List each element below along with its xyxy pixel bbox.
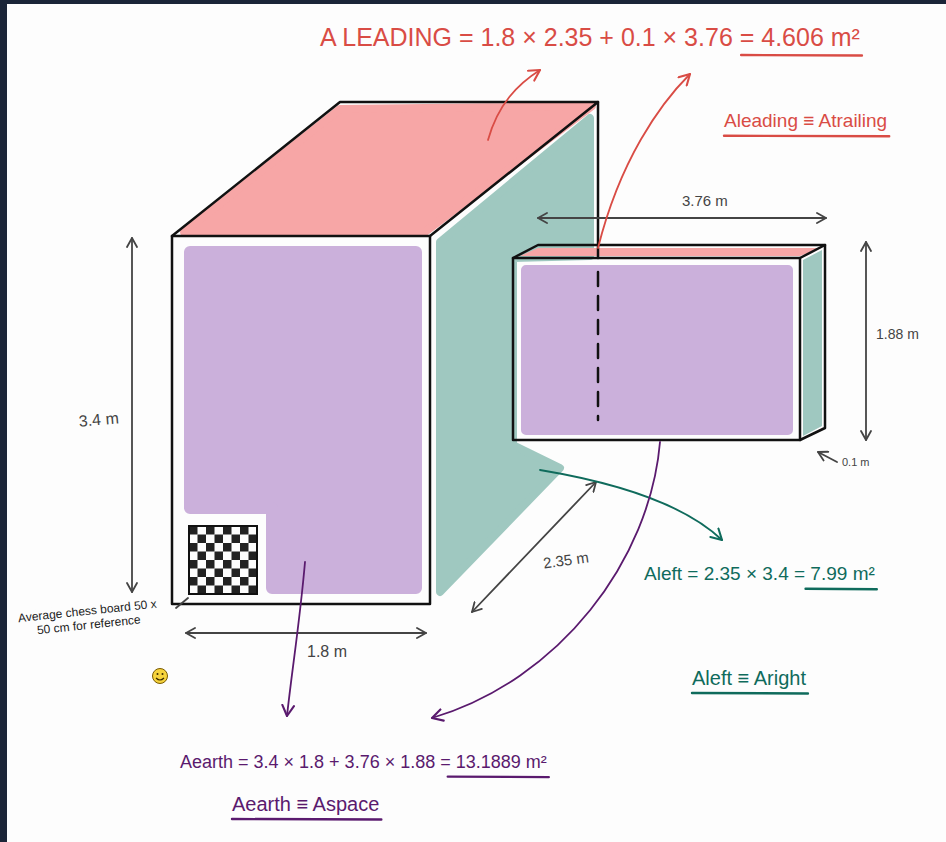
area-formula: A LEADING = 1.8 × 2.35 + 0.1 × 3.76 = 4.…: [318, 22, 862, 52]
chess-square: [198, 569, 207, 578]
box-outline: [172, 102, 825, 604]
underline: [692, 692, 808, 695]
chess-square: [206, 560, 215, 569]
chess-square: [189, 526, 198, 535]
panel-top-fill: [520, 248, 821, 256]
dimension-label: 2.35 m: [540, 548, 592, 573]
dimension-label: 3.76 m: [680, 192, 730, 210]
dimension-label: 1.8 m: [305, 642, 349, 661]
panel-side-fill: [803, 250, 822, 436]
chess-square: [249, 569, 258, 578]
chess-square: [215, 535, 224, 544]
underline: [232, 818, 381, 821]
underline: [448, 775, 549, 778]
chess-square: [215, 552, 224, 561]
chess-square: [240, 560, 249, 569]
chess-square: [232, 535, 241, 544]
frame-edge: [0, 0, 7, 842]
chess-square: [206, 577, 215, 586]
underline: [806, 588, 877, 591]
chess-square: [240, 526, 249, 535]
dimension-label: 0.1 m: [840, 456, 872, 469]
area-equivalence: Aleading ≡ Atrailing: [722, 110, 889, 133]
chess-square: [198, 552, 207, 561]
earth-face-fill: [190, 252, 416, 588]
area-equivalence: Aleft ≡ Aright: [690, 666, 808, 690]
chess-square: [249, 552, 258, 561]
chess-square: [249, 535, 258, 544]
chess-square: [223, 560, 232, 569]
chess-square: [206, 543, 215, 552]
chess-board: [189, 526, 257, 594]
chess-square: [215, 586, 224, 595]
chess-square: [232, 552, 241, 561]
chess-square: [198, 535, 207, 544]
chess-square: [232, 569, 241, 578]
dimension-label: 1.88 m: [874, 326, 921, 343]
chess-square: [240, 577, 249, 586]
frame-edge: [0, 0, 946, 4]
chess-square: [206, 526, 215, 535]
underlines: [232, 55, 889, 820]
chess-square: [189, 560, 198, 569]
smiley-icon: [153, 669, 168, 684]
area-formula: Aleft = 2.35 × 3.4 = 7.99 m²: [642, 563, 877, 586]
chess-square: [215, 569, 224, 578]
underline: [741, 54, 862, 57]
chess-square: [223, 577, 232, 586]
chess-square: [240, 543, 249, 552]
chess-square: [189, 577, 198, 586]
chess-square: [223, 543, 232, 552]
chess-square: [189, 543, 198, 552]
chess-square: [223, 526, 232, 535]
chess-square: [198, 586, 207, 595]
underline: [724, 135, 889, 138]
chess-square: [249, 586, 258, 595]
panel-face-fill: [526, 270, 788, 430]
chess-square: [232, 586, 241, 595]
area-formula: Aearth = 3.4 × 1.8 + 3.76 × 1.88 = 13.18…: [178, 752, 549, 774]
chess-board-border: [189, 526, 257, 594]
dimension-label: 3.4 m: [76, 408, 122, 431]
callout-arrows: [287, 70, 722, 718]
reference-note: Average chess board 50 x 50 cm for refer…: [10, 596, 166, 641]
area-equivalence: Aearth ≡ Aspace: [230, 792, 381, 816]
